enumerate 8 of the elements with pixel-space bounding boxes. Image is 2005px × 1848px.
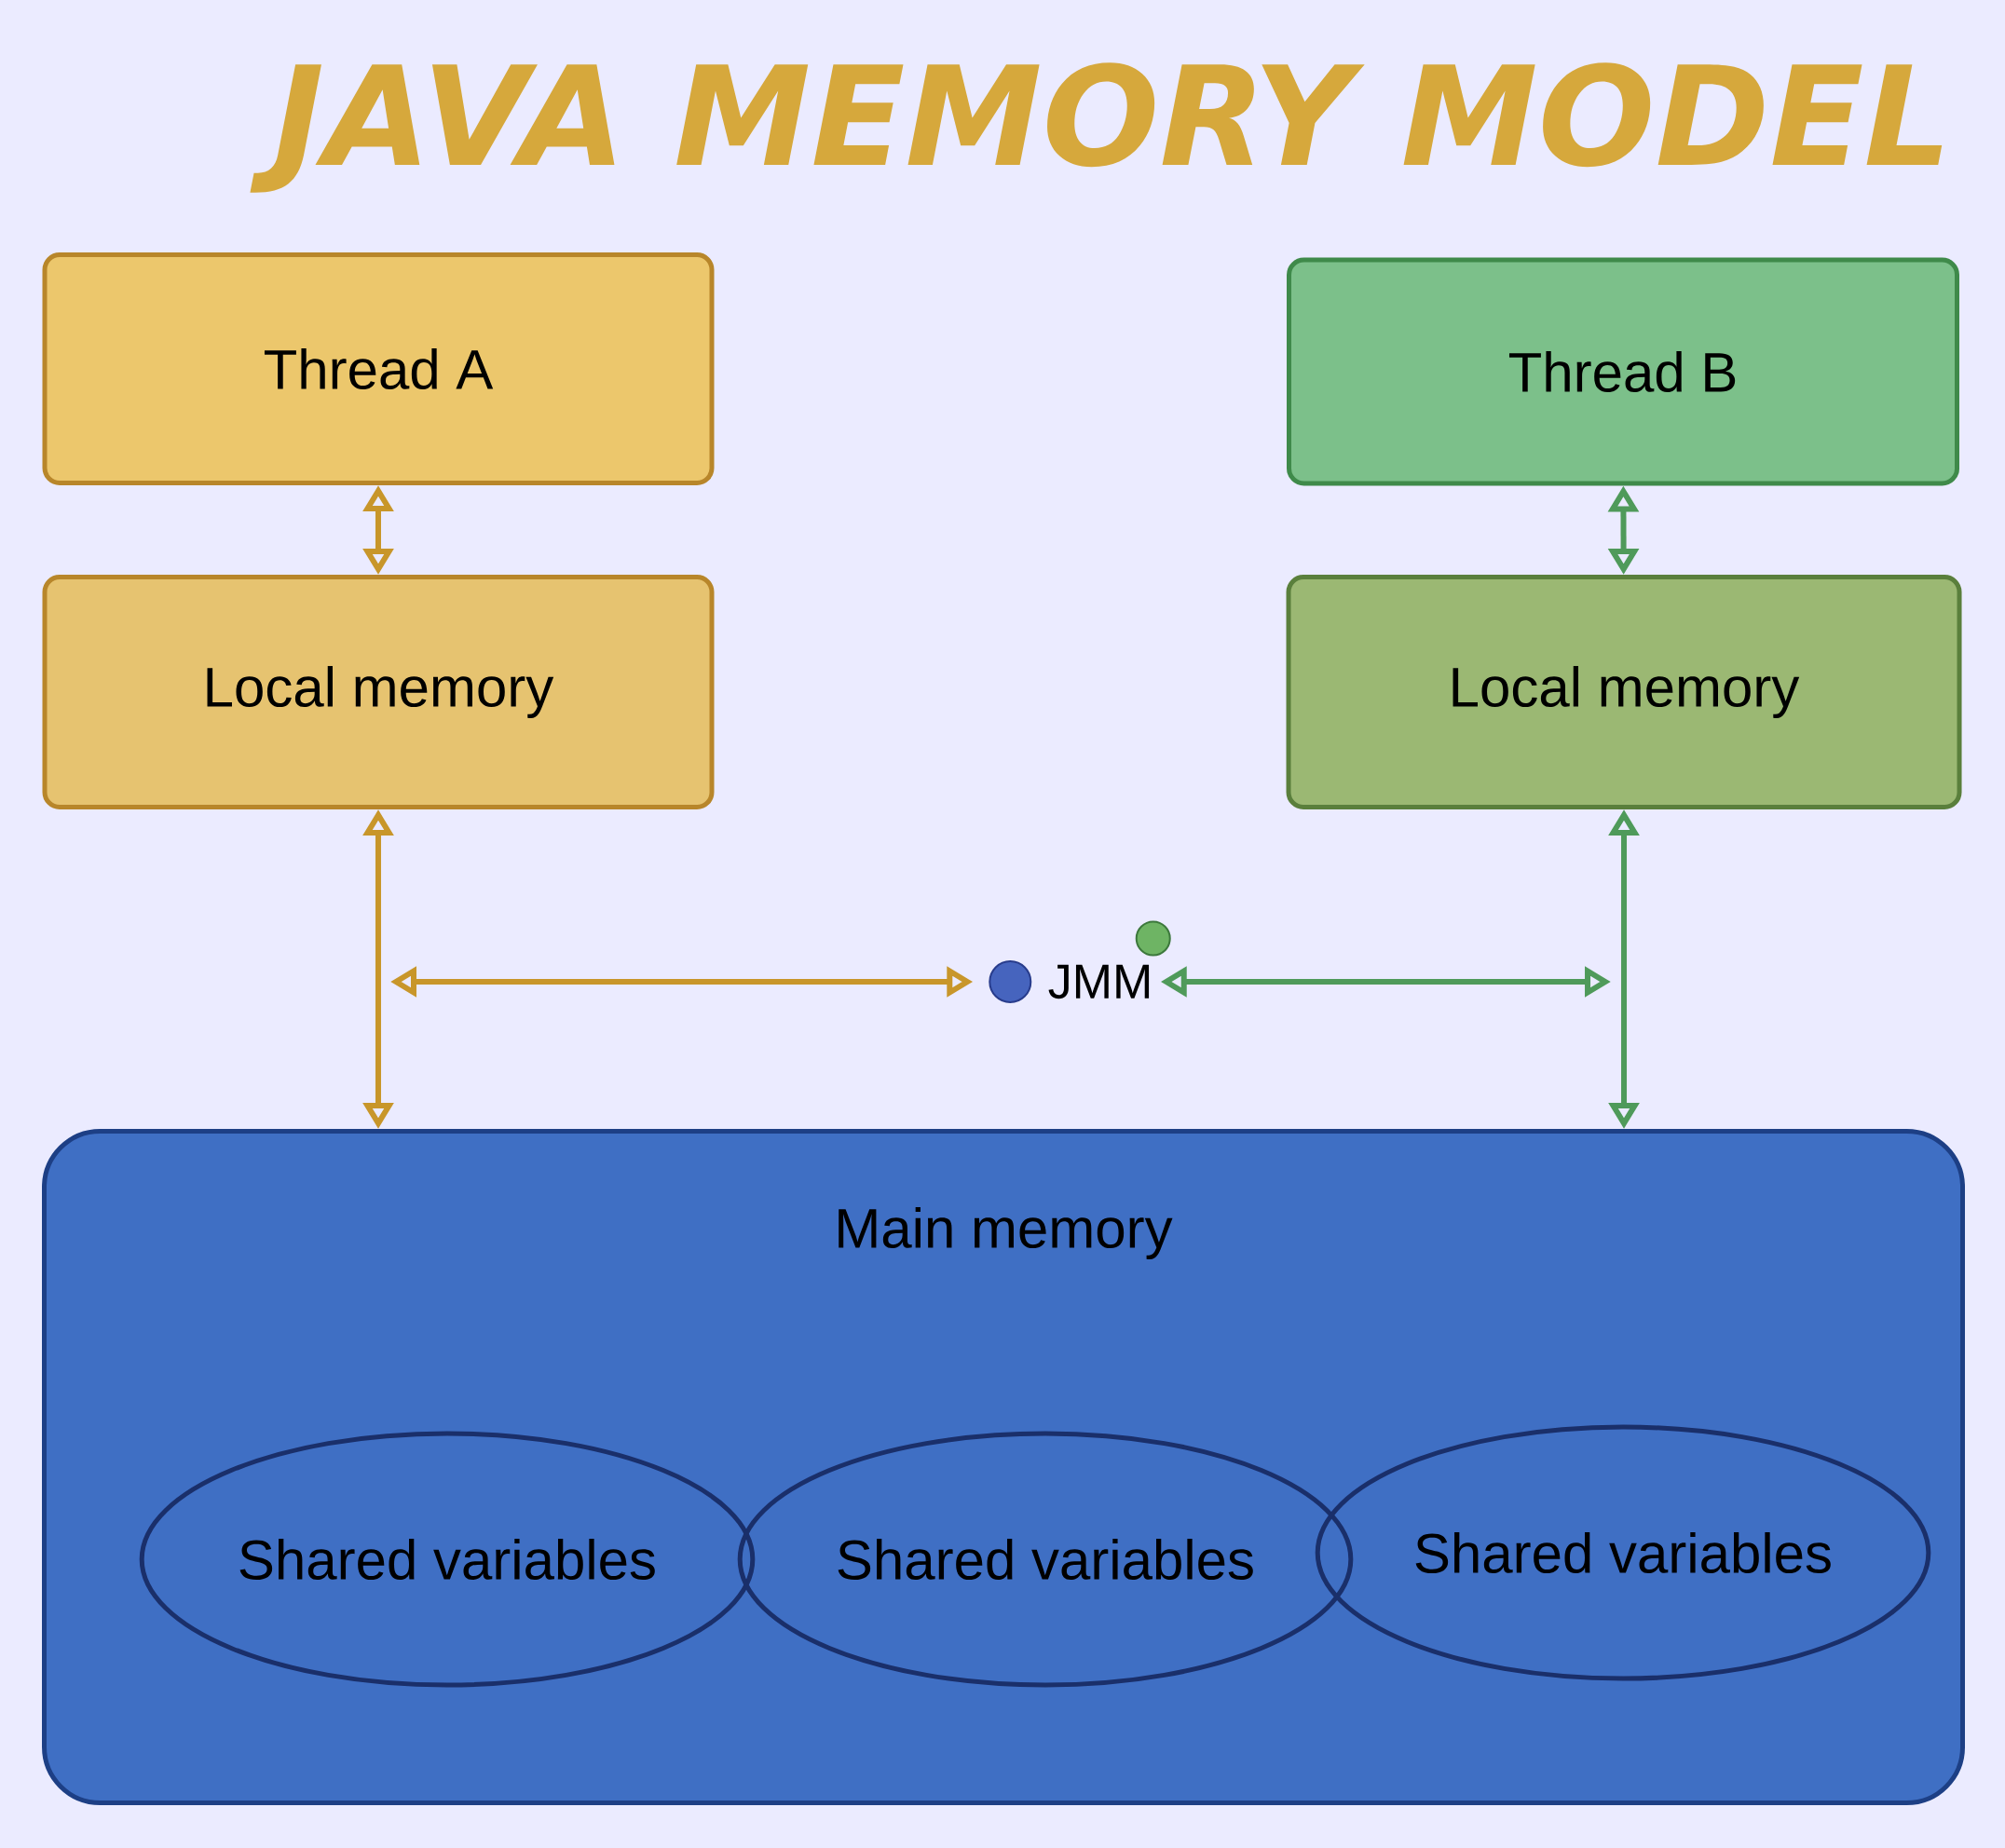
- box-heading: Main memory: [839, 1207, 1173, 1259]
- jmm-label: JMM: [1048, 964, 1150, 999]
- thread-box: Thread B: [1287, 257, 1959, 486]
- title: JAVA MEMORY MODEL: [250, 62, 1943, 193]
- thread-box: Thread A: [42, 252, 715, 485]
- memory-box: Local memory: [1286, 575, 1962, 809]
- memory-box: Local memory: [42, 575, 715, 809]
- main-memory-box: [42, 1129, 1965, 1805]
